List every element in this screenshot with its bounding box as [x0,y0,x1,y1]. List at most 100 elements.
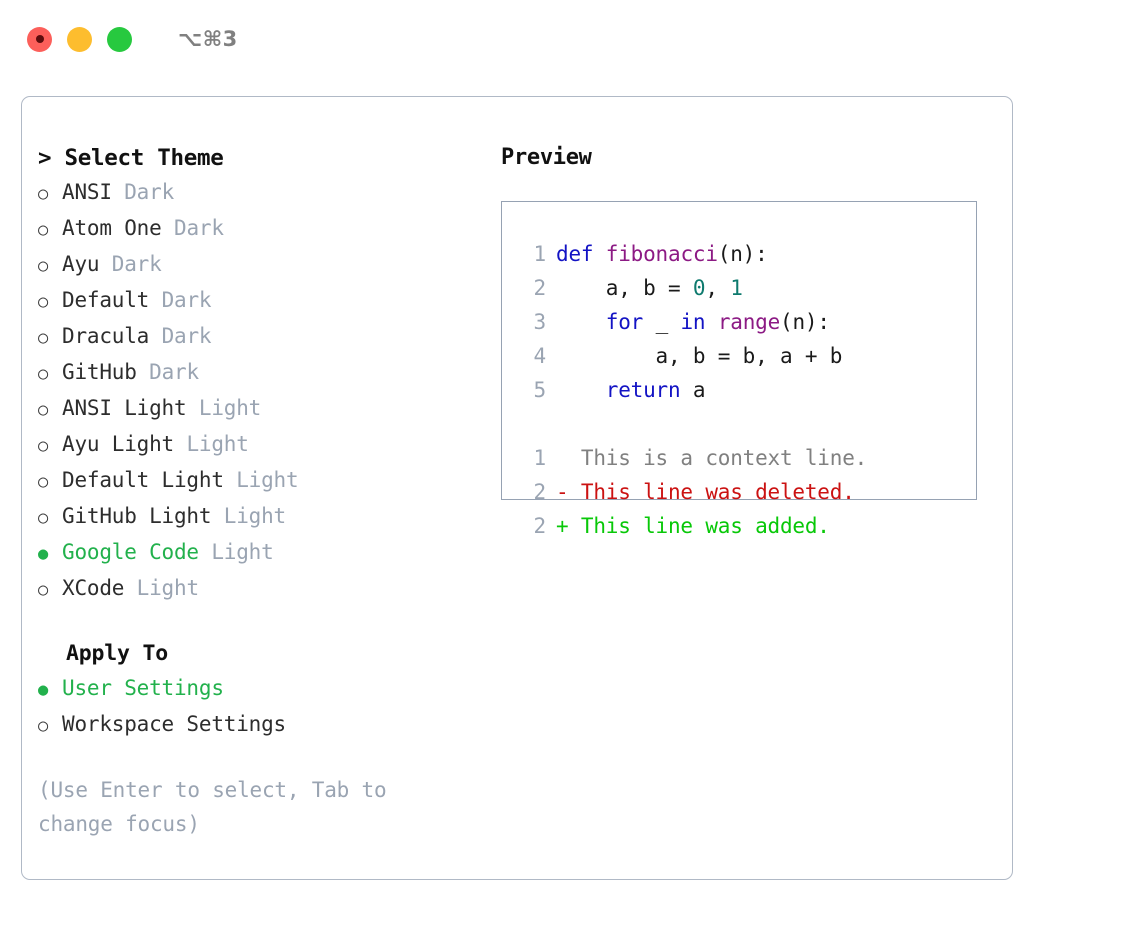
code-line-text: for _ in range(n): [546,305,830,339]
code-line-text: a, b = b, a + b [546,339,843,373]
theme-option-variant: Light [236,468,299,492]
code-token-plain [705,310,717,334]
theme-option-google-code[interactable]: ●Google Code Light [38,535,498,571]
theme-option-label: Ayu Light [62,432,174,456]
theme-option-variant: Light [186,432,249,456]
maximize-button[interactable] [107,26,132,52]
theme-option-ansi[interactable]: ○ ANSI Dark [38,175,498,211]
theme-option-label: Ayu [62,252,100,276]
theme-option-atom-one[interactable]: ○Atom One Dark [38,211,498,247]
apply-to-option-user-settings[interactable]: ●User Settings [38,671,498,707]
theme-option-ansi-light[interactable]: ○ANSI Light Light [38,391,498,427]
code-token-plain: a, b = [556,276,693,300]
code-line-number: 4 [533,344,547,368]
theme-option-variant-spacer [199,535,211,569]
radio-unselected-icon: ○ [38,716,49,736]
theme-option-label: Atom One [62,216,162,240]
theme-option-default[interactable]: ○Default Dark [38,283,498,319]
theme-option-github-light[interactable]: ○ GitHub Light Light [38,499,498,535]
minimize-button[interactable] [67,26,92,52]
code-token-kw: return [605,378,681,402]
radio-selected-icon: ● [38,544,49,564]
code-line: 4 a, b = b, a + b [502,339,976,373]
diff-line-add: 2+ This line was added. [502,509,976,543]
window-controls [27,26,132,52]
theme-option-ayu[interactable]: ○Ayu Dark [38,247,498,283]
theme-option-variant-spacer [149,319,161,353]
theme-option-variant: Light [223,504,286,528]
code-line: 5 return a [502,373,976,407]
code-line-number: 3 [533,310,547,334]
code-token-plain: (n): [717,242,768,266]
code-token-plain: (n): [780,310,830,334]
code-token-plain [556,378,606,402]
code-token-kw: in [680,310,706,334]
diff-block: 1 This is a context line. 2 - This line wa… [502,441,976,543]
diff-line-number: 2 [533,514,547,538]
code-diff-separator [502,407,976,441]
theme-option-variant: Dark [111,252,162,276]
theme-option-label: ANSI Light [62,396,187,420]
theme-option-variant: Dark [161,324,212,348]
apply-to-list: ●User Settings ○ Workspace Settings [38,671,498,743]
keyboard-hint-text: (Use Enter to select, Tab to change focu… [38,778,387,836]
apply-to-option-label: User Settings [62,676,224,700]
theme-option-variant-spacer [124,571,136,605]
theme-option-variant-spacer [186,391,198,425]
theme-option-ayu-light[interactable]: ○ Ayu Light Light [38,427,498,463]
apply-to-heading: Apply To [66,641,168,666]
code-line-text: return a [546,373,706,407]
radio-unselected-icon: ○ [38,580,49,600]
theme-option-variant: Light [136,576,199,600]
theme-option-variant-spacer [211,499,223,533]
radio-unselected-icon: ○ [38,220,49,240]
code-line-text: def fibonacci(n): [546,237,768,271]
theme-option-variant: Light [198,396,262,420]
theme-option-xcode[interactable]: ○XCode Light [38,571,498,607]
keyboard-shortcut-label: ⌥⌘3 [178,27,238,51]
theme-list: ○ANSI Dark○Atom One Dark○Ayu Dark○Defaul… [38,175,498,607]
code-token-plain: _ [643,310,681,334]
radio-unselected-icon: ○ [38,472,49,492]
theme-option-variant: Dark [124,180,175,204]
theme-option-variant-spacer [99,247,111,281]
apply-to-option-label: Workspace Settings [62,712,286,736]
theme-option-label: ANSI [62,180,112,204]
diff-line-del: 2 - This line was deleted. [502,475,976,509]
diff-line-number: 1 [533,446,547,470]
radio-unselected-icon: ○ [38,436,49,456]
diff-line-number: 2 [533,480,547,504]
title-bar: ⌥⌘3 [0,0,1140,78]
theme-option-github[interactable]: ○GitHub Dark [38,355,498,391]
theme-option-variant-spacer [224,463,236,497]
theme-option-dracula[interactable]: ○ Dracula Dark [38,319,498,355]
theme-option-default-light[interactable]: ○ Default Light Light [38,463,498,499]
code-line: 2 a, b = 0, 1 [502,271,976,305]
theme-option-label: Dracula [62,324,150,348]
code-line: 3 for _ in range(n): [502,305,976,339]
theme-option-label: Google Code [62,540,199,564]
code-line-number: 2 [533,276,547,300]
radio-unselected-icon: ○ [38,508,49,528]
radio-unselected-icon: ○ [38,184,49,204]
diff-line-text: - This line was deleted. [556,480,855,504]
code-line-text: a, b = 0, 1 [546,271,743,305]
theme-option-variant-spacer [112,175,124,209]
diff-line-text: This is a context line. [556,446,868,470]
theme-option-label: GitHub Light [62,504,212,528]
close-button[interactable] [27,26,52,52]
theme-option-label: GitHub [62,360,137,384]
code-token-kw: def [556,242,606,266]
apply-to-option-workspace-settings[interactable]: ○ Workspace Settings [38,707,498,743]
theme-option-label: Default Light [62,468,224,492]
preview-heading: Preview [501,145,592,170]
code-token-plain: a [680,378,706,402]
code-token-fn: range [717,310,781,334]
main-panel: > Select Theme ○ANSI Dark○Atom One Dark○… [21,96,1013,880]
radio-unselected-icon: ○ [38,328,49,348]
theme-picker-column: > Select Theme ○ANSI Dark○Atom One Dark○… [38,141,498,841]
